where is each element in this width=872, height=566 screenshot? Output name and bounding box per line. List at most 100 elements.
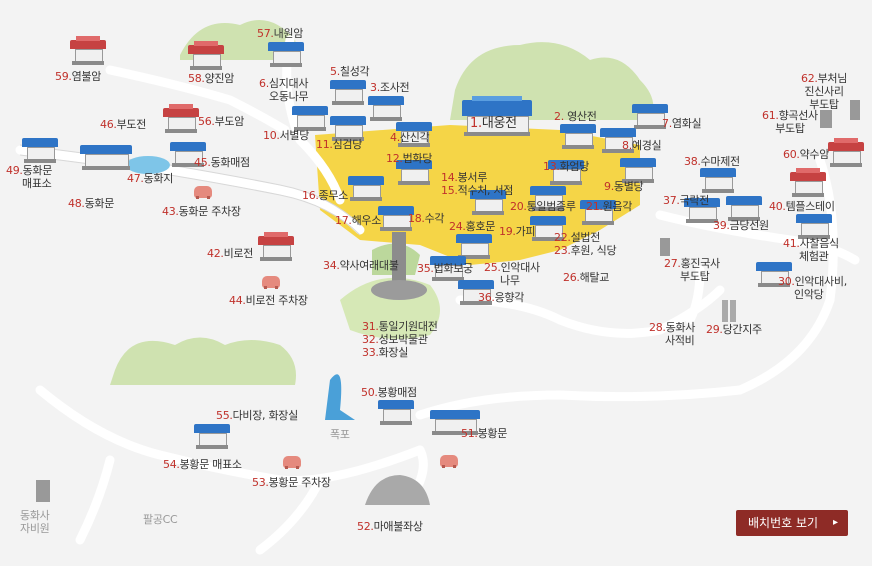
label-43[interactable]: 43.동화문 주차장 xyxy=(162,205,241,218)
parking-icon xyxy=(440,455,458,468)
building-icon xyxy=(828,138,864,168)
label-53[interactable]: 53.봉황문 주차장 xyxy=(252,476,331,489)
label-32[interactable]: 32.성보박물관 xyxy=(362,333,428,346)
label-33[interactable]: 33.화장실 xyxy=(362,346,409,359)
pond xyxy=(126,156,170,174)
label-10[interactable]: 10.서별당 xyxy=(263,129,310,142)
label-08[interactable]: 8.예경실 xyxy=(622,139,662,152)
building-icon xyxy=(530,186,566,212)
golf-label: 팔공CC xyxy=(143,513,178,526)
building-icon xyxy=(560,124,596,150)
label-03[interactable]: 3.조사전 xyxy=(370,81,410,94)
label-18[interactable]: 18.수각 xyxy=(408,212,445,225)
building-icon xyxy=(600,128,636,154)
label-34[interactable]: 34.약사여래대불 xyxy=(323,259,399,272)
label-12[interactable]: 12.법화당 xyxy=(386,152,433,165)
label-38[interactable]: 38.수마제전 xyxy=(684,155,740,168)
label-58[interactable]: 58.양진암 xyxy=(188,72,235,85)
building-icon xyxy=(530,216,566,242)
parking-icon xyxy=(262,276,280,289)
parking-icon xyxy=(194,186,212,199)
label-13[interactable]: 13.화엄당 xyxy=(543,160,590,173)
label-19[interactable]: 19.가피 xyxy=(499,225,536,238)
label-54[interactable]: 54.봉황문 매표소 xyxy=(163,458,242,471)
label-59[interactable]: 59.염불암 xyxy=(55,70,102,83)
building-icon xyxy=(430,410,480,440)
building-icon xyxy=(348,176,384,202)
label-42[interactable]: 42.비로전 xyxy=(207,247,254,260)
building-icon xyxy=(188,41,224,71)
label-31[interactable]: 31.통일기원대전 xyxy=(362,320,438,333)
label-09[interactable]: 9.동별당 xyxy=(604,180,644,193)
building-icon xyxy=(756,262,792,288)
building-icon xyxy=(378,400,414,426)
label-29[interactable]: 29.당간지주 xyxy=(706,323,762,336)
building-icon xyxy=(80,145,132,175)
parking-icon xyxy=(283,456,301,469)
label-04[interactable]: 4.산신각 xyxy=(390,131,430,144)
label-57[interactable]: 57.내원암 xyxy=(257,27,304,40)
building-icon xyxy=(368,96,404,122)
label-30[interactable]: 30.인악대사비,인악당 xyxy=(778,275,847,301)
building-icon xyxy=(258,232,294,262)
label-02[interactable]: 2. 영산전 xyxy=(554,110,597,123)
label-15[interactable]: 15.적수처, 서점 xyxy=(441,184,514,197)
label-60[interactable]: 60.약수암 xyxy=(783,148,830,161)
label-16[interactable]: 16.종무소 xyxy=(302,189,349,202)
label-51[interactable]: 51.봉황문 xyxy=(461,427,508,440)
label-48[interactable]: 48.동화문 xyxy=(68,197,115,210)
label-40[interactable]: 40.템플스테이 xyxy=(769,200,835,213)
label-20[interactable]: 20.통일범종루 xyxy=(510,200,576,213)
label-17[interactable]: 17.해우소 xyxy=(335,214,382,227)
label-46[interactable]: 46.부도전 xyxy=(100,118,147,131)
label-14[interactable]: 14.봉서루 xyxy=(441,171,488,184)
building-icon xyxy=(194,424,230,450)
label-21[interactable]: 21.원음각 xyxy=(586,200,633,213)
building-icon xyxy=(580,200,616,226)
arrow-right-icon: ▸ xyxy=(832,517,838,528)
building-icon xyxy=(330,116,366,142)
label-07[interactable]: 7.염화실 xyxy=(662,117,702,130)
label-56[interactable]: 56.부도암 xyxy=(198,115,245,128)
label-22[interactable]: 22.설법전 xyxy=(554,231,601,244)
show-numbers-button[interactable]: 배치번호 보기▸ xyxy=(736,510,848,536)
label-11[interactable]: 11.심검당 xyxy=(316,138,363,151)
label-05[interactable]: 5.칠성각 xyxy=(330,65,370,78)
building-icon xyxy=(726,196,762,222)
building-icon xyxy=(456,234,492,260)
label-26[interactable]: 26.해탈교 xyxy=(563,271,610,284)
building-icon xyxy=(378,206,414,232)
label-23[interactable]: 23.후원, 식당 xyxy=(554,244,617,257)
label-45[interactable]: 45.동화매점 xyxy=(194,156,250,169)
label-55[interactable]: 55.다비장, 화장실 xyxy=(216,409,298,422)
label-47[interactable]: 47.동화지 xyxy=(127,172,174,185)
label-01[interactable]: 1.대웅전 xyxy=(470,116,517,131)
building-icon xyxy=(396,122,432,148)
building-icon xyxy=(70,36,106,66)
label-52[interactable]: 52.마애불좌상 xyxy=(357,520,423,533)
building-icon xyxy=(430,256,466,282)
waterfall-label: 폭포 xyxy=(330,428,350,441)
label-35[interactable]: 35.법화보궁 xyxy=(417,262,473,275)
building-icon xyxy=(470,190,506,216)
building-icon xyxy=(330,80,366,106)
building-icon xyxy=(548,160,584,186)
label-44[interactable]: 44.비로전 주차장 xyxy=(229,294,308,307)
label-50[interactable]: 50.봉황매점 xyxy=(361,386,417,399)
label-36[interactable]: 36.응향각 xyxy=(478,291,525,304)
label-37[interactable]: 37.극락전 xyxy=(663,194,710,207)
label-24[interactable]: 24.홍호문 xyxy=(449,220,496,233)
building-icon xyxy=(462,96,532,140)
label-39[interactable]: 39.금당선원 xyxy=(713,219,769,232)
building-icon xyxy=(22,138,58,164)
